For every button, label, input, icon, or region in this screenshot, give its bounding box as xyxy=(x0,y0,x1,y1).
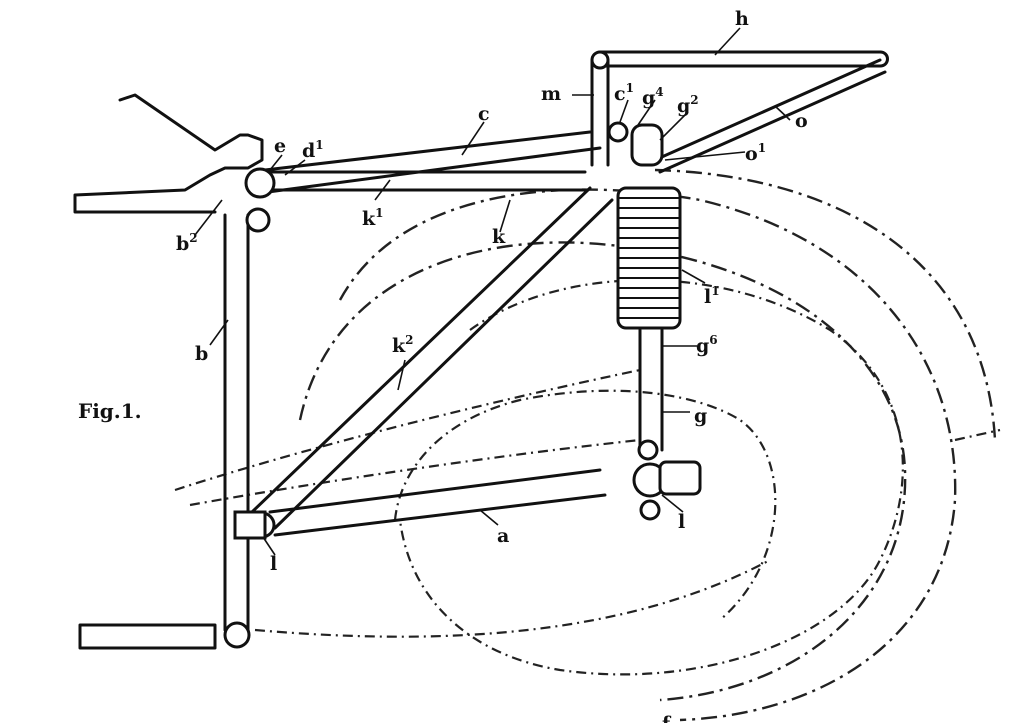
label-b2-base: b xyxy=(176,233,189,255)
part-labels: hmc1g4g2oo1ced1k1kb2bk2l1g6gallf xyxy=(176,8,808,728)
label-g6-sup: 6 xyxy=(709,333,717,347)
rim-outer xyxy=(398,279,904,676)
label-f-base: f xyxy=(662,713,672,723)
label-k2-base: k xyxy=(392,335,406,357)
coil-spring xyxy=(616,186,682,330)
label-c1: c1 xyxy=(614,81,634,105)
label-h: h xyxy=(735,8,749,30)
label-a-base: a xyxy=(497,525,509,547)
label-e-base: e xyxy=(274,135,286,157)
fender-outer xyxy=(654,168,997,441)
label-d1: d1 xyxy=(302,138,324,162)
label-k2: k2 xyxy=(392,333,414,357)
label-m: m xyxy=(541,83,561,105)
top-rail xyxy=(598,50,882,68)
label-o1-sup: 1 xyxy=(758,141,766,155)
horizontal-tube xyxy=(268,170,587,192)
label-l-left: l xyxy=(270,553,277,575)
label-m-base: m xyxy=(541,83,561,105)
label-g6-base: g xyxy=(696,335,709,357)
lug-ring xyxy=(245,207,271,233)
axle-lug xyxy=(639,499,661,521)
top-lug xyxy=(73,93,264,214)
label-g4-sup: 4 xyxy=(655,85,663,99)
label-e: e xyxy=(274,135,286,157)
label-d1-sup: 1 xyxy=(315,138,323,152)
spring-rod xyxy=(638,328,664,452)
joints xyxy=(223,50,702,649)
label-k: k xyxy=(492,226,506,248)
sprocket xyxy=(658,460,702,496)
vertical-post xyxy=(590,58,610,167)
top-joint xyxy=(244,167,276,199)
label-g2-base: g xyxy=(677,95,690,117)
stay-o xyxy=(653,58,887,174)
label-g4-base: g xyxy=(642,87,655,109)
seat-tube xyxy=(223,213,250,632)
bottom-bracket-stub xyxy=(78,623,217,650)
label-l1: l1 xyxy=(704,284,720,308)
label-l-left-base: l xyxy=(270,553,277,575)
bb-joint xyxy=(223,621,251,649)
chain-top xyxy=(174,368,641,492)
label-k1: k1 xyxy=(362,206,384,230)
tyre-inner xyxy=(298,241,907,702)
label-b: b xyxy=(195,343,208,365)
label-k-base: k xyxy=(492,226,506,248)
post-top xyxy=(590,50,610,70)
label-k2-sup: 2 xyxy=(405,333,413,347)
label-g2: g2 xyxy=(677,93,699,117)
label-a: a xyxy=(497,525,509,547)
label-c1-sup: 1 xyxy=(626,81,634,95)
label-g: g xyxy=(694,405,707,427)
frame-tubes xyxy=(73,50,889,650)
label-k1-base: k xyxy=(362,208,376,230)
label-c1-base: c xyxy=(614,83,626,105)
label-l-right-base: l xyxy=(678,511,685,533)
label-b-base: b xyxy=(195,343,208,365)
label-l-right: l xyxy=(678,511,685,533)
rear-wheel-outlines xyxy=(174,168,1001,722)
label-g2-sup: 2 xyxy=(690,93,698,107)
label-g6: g6 xyxy=(696,333,718,357)
label-o: o xyxy=(795,110,808,132)
leader-lines xyxy=(194,27,791,556)
label-o-base: o xyxy=(795,110,808,132)
chain-stay xyxy=(268,468,607,537)
diagonal-tube xyxy=(250,186,614,530)
label-c-base: c xyxy=(478,103,490,125)
rim-inner xyxy=(393,389,777,621)
upper-stay xyxy=(263,130,602,194)
label-o1-base: o xyxy=(745,143,758,165)
label-k1-sup: 1 xyxy=(375,206,383,220)
fender-edge xyxy=(954,428,1001,442)
label-b2-sup: 2 xyxy=(189,231,197,245)
rail-end xyxy=(878,50,889,68)
label-h-base: h xyxy=(735,8,749,30)
label-c: c xyxy=(478,103,490,125)
clamp-l xyxy=(233,510,267,540)
lower-guard xyxy=(254,559,771,638)
label-o1: o1 xyxy=(745,141,766,165)
spring-end xyxy=(637,439,659,461)
g4-joint xyxy=(607,121,629,143)
label-l1-base: l xyxy=(704,286,711,308)
figure-caption: Fig.1. xyxy=(78,399,142,423)
tyre-outer xyxy=(338,188,957,722)
label-g4: g4 xyxy=(642,85,664,109)
label-f: f xyxy=(662,713,672,723)
label-b2: b2 xyxy=(176,231,198,255)
g2-housing xyxy=(630,123,664,167)
label-l1-sup: 1 xyxy=(711,284,719,298)
label-d1-base: d xyxy=(302,140,315,162)
label-g-base: g xyxy=(694,405,707,427)
